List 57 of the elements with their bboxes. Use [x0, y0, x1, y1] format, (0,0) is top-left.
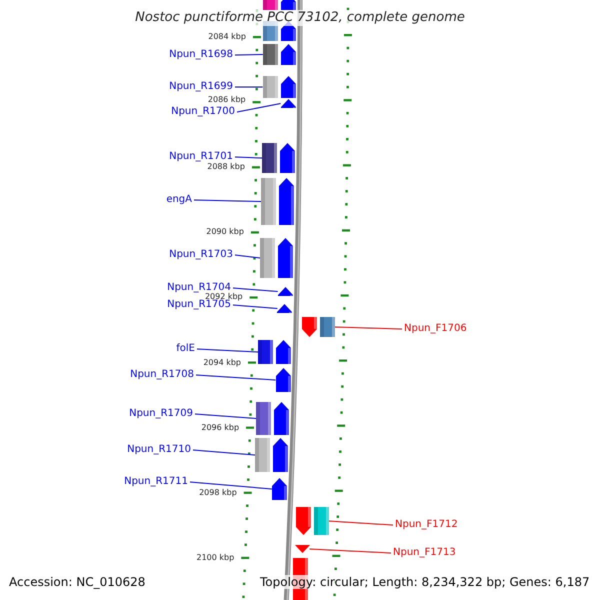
- leader-line: [190, 482, 272, 490]
- gene-glyph: [262, 44, 296, 65]
- gene-glyph: [262, 143, 296, 173]
- footer-text: Accession: NC_010628: [7, 575, 148, 589]
- gene-label: Npun_R1700: [171, 106, 235, 118]
- gene-label: Npun_R1708: [130, 369, 194, 381]
- scale-label: 2086 kbp: [208, 96, 246, 104]
- gene-glyph: [278, 287, 293, 296]
- scale-label: 2096 kbp: [201, 424, 240, 432]
- gene-label: Npun_R1705: [167, 299, 231, 311]
- leader-line: [334, 326, 402, 330]
- leader-line: [194, 200, 262, 202]
- gene-label: Npun_R1703: [169, 249, 233, 261]
- scale-label: 2094 kbp: [203, 358, 242, 366]
- gene-label: engA: [166, 194, 192, 206]
- leader-line: [232, 304, 278, 309]
- gene-label: Npun_R1699: [169, 81, 233, 93]
- scale-label: 2088 kbp: [207, 163, 245, 172]
- gene-glyph: [255, 438, 288, 472]
- leader-line: [234, 54, 264, 56]
- gene-label: Npun_F1712: [395, 519, 458, 531]
- gene-glyph: [256, 402, 290, 435]
- gene-glyph: [294, 545, 310, 553]
- scale-label: 2090 kbp: [206, 228, 244, 236]
- gene-glyph: [258, 340, 292, 364]
- leader-line: [196, 374, 276, 380]
- leader-line: [234, 86, 264, 88]
- gene-glyph: [280, 99, 296, 108]
- gene-label: Npun_R1704: [167, 282, 231, 294]
- leader-line: [234, 254, 261, 258]
- gene-glyph: [276, 368, 290, 392]
- gene-label: Npun_R1711: [124, 476, 188, 488]
- leader-line: [194, 414, 257, 419]
- scale-label: 2100 kbp: [196, 554, 234, 562]
- gene-label: Npun_R1698: [169, 49, 233, 61]
- gene-label: Npun_R1709: [129, 408, 193, 420]
- leader-line: [234, 156, 263, 158]
- leader-line: [232, 288, 278, 292]
- gene-glyph: [296, 507, 329, 535]
- leader-line: [196, 348, 259, 352]
- gene-glyph: [261, 178, 294, 225]
- gene-label: Npun_R1710: [127, 444, 191, 456]
- gene-glyph: [272, 478, 287, 500]
- leader-line: [236, 103, 282, 112]
- scale-label: 2084 kbp: [208, 33, 246, 41]
- leader-line: [309, 548, 392, 554]
- gene-label: Npun_F1706: [404, 323, 467, 335]
- gene-glyph: [262, 76, 296, 98]
- gene-glyph: [277, 304, 292, 313]
- gene-label: folE: [176, 343, 195, 355]
- scale-label: 2098 kbp: [199, 488, 237, 497]
- gene-label: Npun_R1701: [169, 151, 233, 163]
- gene-glyph: [260, 238, 294, 278]
- gene-glyph: [302, 317, 335, 337]
- gene-label: Npun_F1713: [393, 547, 456, 559]
- leader-line: [328, 520, 394, 526]
- leader-line: [192, 450, 256, 456]
